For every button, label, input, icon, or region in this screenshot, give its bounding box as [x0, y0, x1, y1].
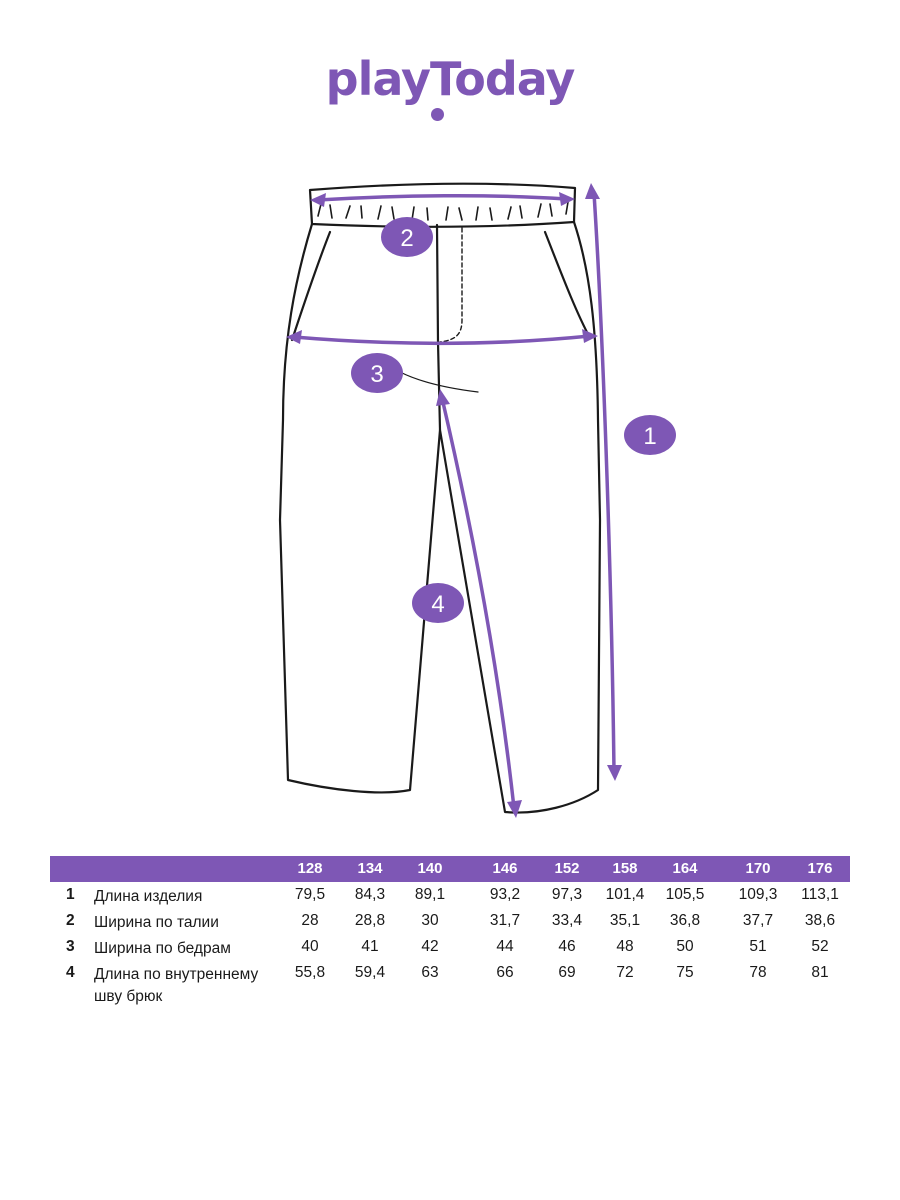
table-cell: 97,3	[551, 886, 583, 903]
pants-outline	[278, 182, 602, 814]
table-cell: 38,6	[804, 912, 836, 929]
table-cell: 93,2	[489, 886, 521, 903]
row-label: Длина по внутреннему шву брюк	[94, 966, 259, 1005]
svg-text:4: 4	[431, 591, 444, 618]
table-cell: 89,1	[414, 886, 446, 903]
table-cell: 28	[301, 912, 319, 929]
size-header-cell: 140	[417, 860, 443, 877]
table-cell: 66	[496, 964, 514, 981]
table-row: 4 Длина по внутреннему шву брюк 55,8 59,4 63…	[50, 960, 850, 1030]
row-label: Ширина по бедрам	[94, 940, 231, 957]
size-header-cell: 158	[612, 860, 638, 877]
table-cell: 36,8	[669, 912, 701, 929]
table-cell: 105,5	[665, 886, 705, 903]
table-row: 1 Длина изделия 79,5 84,3 89,1 93,2 97,3 101,4 1…	[50, 882, 850, 908]
table-row: 3 Ширина по бедрам 40 41 42 44 46 48 50 51 52	[50, 934, 850, 960]
table-cell: 79,5	[294, 886, 326, 903]
table-cell: 69	[558, 964, 576, 981]
table-cell: 59,4	[354, 964, 386, 981]
measure-lines	[292, 191, 616, 810]
table-cell: 44	[496, 938, 514, 955]
table-cell: 78	[749, 964, 767, 981]
table-cell: 48	[616, 938, 634, 955]
table-cell: 109,3	[738, 886, 778, 903]
row-number: 1	[66, 886, 75, 903]
table-cell: 41	[361, 938, 379, 955]
size-table-body: 1 Длина изделия 79,5 84,3 89,1 93,2 97,3 101,4 1…	[50, 882, 850, 1030]
row-number: 4	[66, 964, 75, 981]
table-cell: 75	[676, 964, 694, 981]
pants-diagram: 1 2 3 4	[278, 182, 676, 818]
table-cell: 51	[749, 938, 767, 955]
table-cell: 81	[811, 964, 829, 981]
svg-text:3: 3	[370, 361, 383, 388]
table-cell: 42	[421, 938, 439, 955]
table-cell: 55,8	[294, 964, 326, 981]
table-cell: 84,3	[354, 886, 386, 903]
table-cell: 37,7	[742, 912, 774, 929]
table-cell: 52	[811, 938, 829, 955]
row-label: Ширина по талии	[94, 914, 219, 931]
measure-arrowheads	[286, 183, 622, 818]
size-header-cell: 134	[357, 860, 383, 877]
table-cell: 46	[558, 938, 576, 955]
table-cell: 30	[421, 912, 439, 929]
table-cell: 113,1	[801, 886, 839, 903]
measure-badges: 1 2 3 4	[351, 217, 676, 623]
badge-4: 4	[412, 583, 464, 623]
badge-3: 3	[351, 353, 403, 393]
row-number: 2	[66, 912, 75, 929]
table-cell: 72	[616, 964, 634, 981]
size-table-header: 128 134 140 146 152 158 164 170 176	[50, 856, 850, 882]
size-header-cell: 152	[554, 860, 580, 877]
table-cell: 101,4	[605, 886, 645, 903]
table-cell: 50	[676, 938, 694, 955]
size-header-cell: 146	[492, 860, 518, 877]
svg-text:1: 1	[643, 423, 656, 450]
brand-logo: playToday	[0, 52, 900, 106]
row-number: 3	[66, 938, 75, 955]
table-cell: 35,1	[609, 912, 641, 929]
size-header-cell: 170	[745, 860, 771, 877]
size-header-cell: 176	[807, 860, 833, 877]
table-cell: 63	[421, 964, 439, 981]
size-header-cell: 164	[672, 860, 698, 877]
svg-text:2: 2	[400, 225, 413, 252]
size-header-cell: 128	[297, 860, 323, 877]
table-cell: 33,4	[551, 912, 583, 929]
table-cell: 31,7	[489, 912, 521, 929]
table-cell: 28,8	[354, 912, 386, 929]
brand-logo-dot	[431, 108, 444, 121]
table-cell: 40	[301, 938, 319, 955]
table-row: 2 Ширина по талии 28 28,8 30 31,7 33,4 35,1 36,8…	[50, 908, 850, 934]
row-label: Длина изделия	[94, 888, 203, 905]
brand-logo-text: playToday	[325, 52, 576, 106]
badge-1: 1	[624, 415, 676, 455]
badge-2: 2	[381, 217, 433, 257]
